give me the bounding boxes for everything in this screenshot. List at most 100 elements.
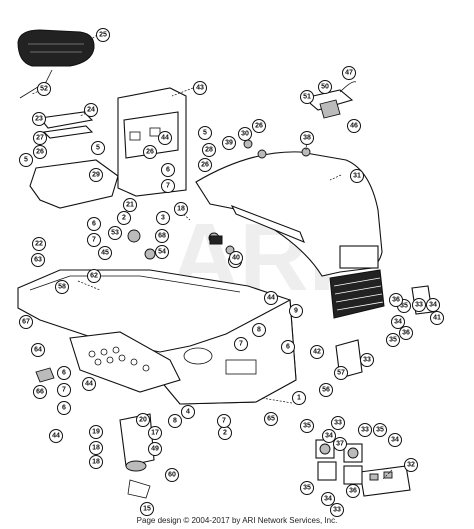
callout-circle [165,468,179,482]
callout-c-17: 17 [148,426,162,440]
callout-label: 24 [87,107,95,114]
callout-circle [350,169,364,183]
callout-label: 34 [394,319,402,326]
callout-c-41: 41 [430,311,444,325]
dash-support-part [117,87,187,197]
callout-circle [49,429,63,443]
callout-label: 35 [400,303,408,310]
callout-circle [389,293,403,307]
callout-circle [334,366,348,380]
callout-label: 6 [286,344,290,351]
callout-c-26c: 26 [252,119,266,133]
callout-label: 20 [139,417,147,424]
callout-label: 26 [201,162,209,169]
callout-c-36a: 36 [399,326,413,340]
callout-label: 5 [24,157,28,164]
callout-circle [321,492,335,506]
callout-c-45: 45 [98,246,112,260]
callout-c-51: 51 [300,90,314,104]
callout-circle [31,343,45,357]
callout-circle [360,353,374,367]
callout-c-33b: 33 [412,298,426,312]
callout-label: 49 [151,446,159,453]
callout-circle [136,413,150,427]
callout-circle [96,28,110,42]
callout-circle [292,391,306,405]
callout-c-8: 8 [252,323,266,337]
callout-label: 7 [92,237,96,244]
callout-label: 18 [92,445,100,452]
callout-circle [155,245,169,259]
callout-label: 63 [34,257,42,264]
dash-panel-part [359,465,411,497]
callout-label: 18 [92,459,100,466]
callout-label: 66 [36,389,44,396]
callout-label: 4 [186,409,190,416]
callout-label: 35 [303,485,311,492]
callout-label: 32 [407,462,415,469]
callout-c-23: 23 [32,112,46,126]
callout-circle [91,141,105,155]
footrest-part [69,331,181,393]
callout-label: 22 [35,241,43,248]
callout-c-22: 22 [32,237,46,251]
callout-c-44d: 44 [49,429,63,443]
callout-c-34b: 34 [426,298,440,312]
callout-c-67: 67 [19,315,33,329]
callout-label: 54 [158,249,166,256]
callout-circle [123,198,137,212]
callout-label: 6 [62,405,66,412]
callout-circle [198,158,212,172]
callout-c-8b: 8 [168,414,182,428]
callout-c-26d: 26 [198,158,212,172]
callout-label: 29 [92,172,100,179]
callout-circle [319,383,333,397]
callout-c-32: 32 [404,458,418,472]
callout-c-34d: 34 [321,492,335,506]
callout-circle [31,253,45,267]
callout-c-50: 50 [318,80,332,94]
callout-circle [322,429,336,443]
callout-label: 60 [168,472,176,479]
callout-circle [346,484,360,498]
callout-c-47: 47 [342,66,356,80]
callout-c-35e: 35 [373,423,387,437]
callout-circle [300,131,314,145]
callout-c-33d: 33 [358,423,372,437]
callout-circle [84,103,98,117]
callout-circle [373,423,387,437]
callout-circle [193,81,207,95]
callout-circle [33,131,47,145]
callout-label: 36 [349,488,357,495]
small-bracket-part [35,367,55,383]
gauge-cluster-part [315,439,363,485]
callout-circle [32,237,46,251]
callout-c-44c: 44 [82,377,96,391]
callout-circle [198,126,212,140]
callout-circle [331,416,345,430]
hood-part [195,151,385,319]
callout-c-37: 37 [333,437,347,451]
callout-c-4: 4 [181,405,195,419]
callout-label: 1 [297,395,301,402]
callout-label: 44 [161,135,169,142]
callout-circle [238,127,252,141]
callout-circle [388,433,402,447]
callout-c-44a: 44 [158,131,172,145]
callout-c-56: 56 [319,383,333,397]
callout-c-5b: 5 [91,141,105,155]
callout-circle [117,211,131,225]
callout-label: 67 [22,319,30,326]
callout-c-15: 15 [140,502,154,516]
callout-c-5a: 5 [19,153,33,167]
callout-label: 26 [255,123,263,130]
callout-label: 41 [433,315,441,322]
callout-label: 23 [35,116,43,123]
callout-circle [33,385,47,399]
callout-circle [229,251,243,265]
callout-c-58: 58 [55,280,69,294]
callout-circle [300,419,314,433]
callout-circle [181,405,195,419]
callout-circle [55,280,69,294]
callout-c-35c: 35 [300,419,314,433]
